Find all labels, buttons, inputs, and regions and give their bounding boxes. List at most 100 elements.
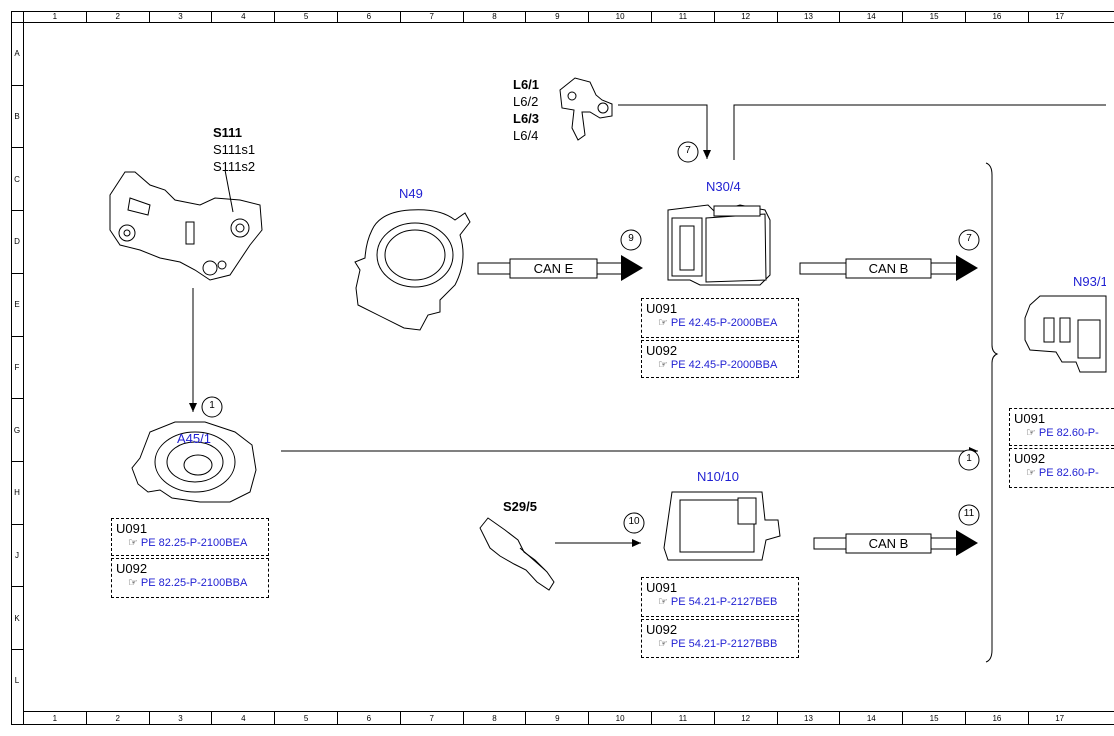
top-column-3: 3 [148, 11, 212, 22]
top-column-13: 13 [776, 11, 840, 22]
row-K: K [11, 586, 23, 649]
marker-11: 11 [963, 508, 975, 519]
pointing-hand-icon: ☞ [1026, 427, 1036, 439]
pointing-hand-icon: ☞ [658, 596, 668, 608]
can-b-label-lower: CAN B [868, 536, 909, 551]
n30-u091-box: U091 ☞PE 42.45-P-2000BEA [641, 298, 799, 338]
bottom-column-10: 10 [588, 712, 651, 725]
l6-1-label: L6/1 [513, 77, 540, 92]
l6-to-n30-arrow [618, 104, 711, 159]
row-J: J [11, 523, 23, 587]
pointing-hand-icon: ☞ [658, 359, 668, 371]
bottom-column-1: 1 [23, 712, 86, 725]
a45-u092-box: U092 ☞PE 82.25-P-2100BBA [111, 558, 269, 598]
top-column-5: 5 [274, 11, 337, 22]
n10-label[interactable]: N10/10 [697, 469, 739, 484]
n10-component-drawing [663, 491, 781, 561]
top-column-11: 11 [651, 11, 714, 22]
row-E: E [11, 272, 23, 336]
n30-u091-code: U091 [646, 301, 678, 316]
bottom-column-4: 4 [211, 712, 274, 725]
grouping-bracket [985, 162, 999, 663]
can-e-label: CAN E [533, 261, 574, 276]
bottom-column-3: 3 [148, 712, 212, 725]
bottom-column-15: 15 [902, 712, 965, 725]
n49-label[interactable]: N49 [399, 186, 423, 201]
marker-10: 10 [628, 516, 640, 527]
can-b-bus-lower [813, 530, 978, 556]
n30-label[interactable]: N30/4 [706, 179, 741, 194]
marker-9: 9 [628, 233, 634, 244]
a45-u092-code: U092 [116, 561, 148, 576]
marker-7-n93: 7 [966, 233, 972, 244]
s111-labels: S111 S111s1 S111s2 [213, 124, 255, 175]
top-column-14: 14 [839, 11, 902, 22]
l6-4-label: L6/4 [513, 128, 539, 143]
row-D: D [11, 210, 23, 273]
l6-sensor-drawing [559, 77, 613, 141]
l6-2-label: L6/2 [513, 94, 539, 109]
n93-u091-box: U091 ☞PE 82.60-P- [1009, 408, 1114, 446]
bottom-column-17: 17 [1027, 712, 1091, 725]
bottom-column-5: 5 [274, 712, 337, 725]
n30-to-n93-line [733, 104, 1106, 160]
pointing-hand-icon: ☞ [1026, 467, 1036, 479]
can-b-bus-upper [799, 255, 978, 281]
bottom-column-11: 11 [651, 712, 714, 725]
n10-u091-box: U091 ☞PE 54.21-P-2127BEB [641, 577, 799, 617]
row-F: F [11, 335, 23, 399]
n93-component-drawing [1024, 295, 1107, 373]
n30-u092-link[interactable]: PE 42.45-P-2000BBA [670, 359, 778, 371]
top-column-16: 16 [965, 11, 1028, 22]
pointing-hand-icon: ☞ [658, 317, 668, 329]
bottom-column-14: 14 [839, 712, 902, 725]
bottom-column-8: 8 [462, 712, 526, 725]
n30-u091-link[interactable]: PE 42.45-P-2000BEA [670, 317, 778, 329]
n93-u092-box: U092 ☞PE 82.60-P- [1009, 448, 1114, 488]
n93-u092-link[interactable]: PE 82.60-P- [1038, 467, 1099, 479]
s111s1-label: S111s1 [213, 142, 256, 157]
n30-component-drawing [667, 204, 771, 286]
n93-label[interactable]: N93/1 [1073, 274, 1106, 289]
n49-component-drawing [354, 209, 471, 331]
n10-u091-link[interactable]: PE 54.21-P-2127BEB [670, 596, 778, 608]
drawing-area [23, 22, 1114, 712]
row-A: A [11, 22, 23, 85]
can-b-label-upper: CAN B [868, 261, 909, 276]
pointing-hand-icon: ☞ [128, 537, 138, 549]
n10-u092-code: U092 [646, 622, 678, 637]
bottom-column-6: 6 [337, 712, 400, 725]
pointing-hand-icon: ☞ [128, 577, 138, 589]
marker-1-n93: 1 [966, 453, 972, 464]
marker-1-a45: 1 [209, 400, 215, 411]
top-column-4: 4 [211, 11, 274, 22]
s111-main-label: S111 [213, 125, 242, 140]
row-L: L [11, 649, 23, 712]
top-column-15: 15 [902, 11, 965, 22]
top-column-7: 7 [399, 11, 463, 22]
a45-label[interactable]: A45/1 [177, 431, 211, 446]
bottom-column-13: 13 [776, 712, 840, 725]
row-C: C [11, 147, 23, 210]
n93-u091-link[interactable]: PE 82.60-P- [1038, 427, 1099, 439]
top-column-10: 10 [588, 11, 651, 22]
a45-u091-link[interactable]: PE 82.25-P-2100BEA [140, 537, 248, 549]
a45-u092-link[interactable]: PE 82.25-P-2100BBA [140, 577, 248, 589]
n10-u092-box: U092 ☞PE 54.21-P-2127BBB [641, 619, 799, 658]
row-H: H [11, 460, 23, 524]
bottom-column-16: 16 [965, 712, 1028, 725]
row-G: G [11, 398, 23, 461]
s29-label: S29/5 [503, 499, 537, 514]
n30-u092-code: U092 [646, 343, 678, 358]
marker-7-n30: 7 [685, 145, 691, 156]
bottom-column-12: 12 [713, 712, 777, 725]
top-column-6: 6 [337, 11, 400, 22]
n30-u092-box: U092 ☞PE 42.45-P-2000BBA [641, 340, 799, 378]
n10-u092-link[interactable]: PE 54.21-P-2127BBB [670, 638, 778, 650]
top-column-12: 12 [713, 11, 777, 22]
